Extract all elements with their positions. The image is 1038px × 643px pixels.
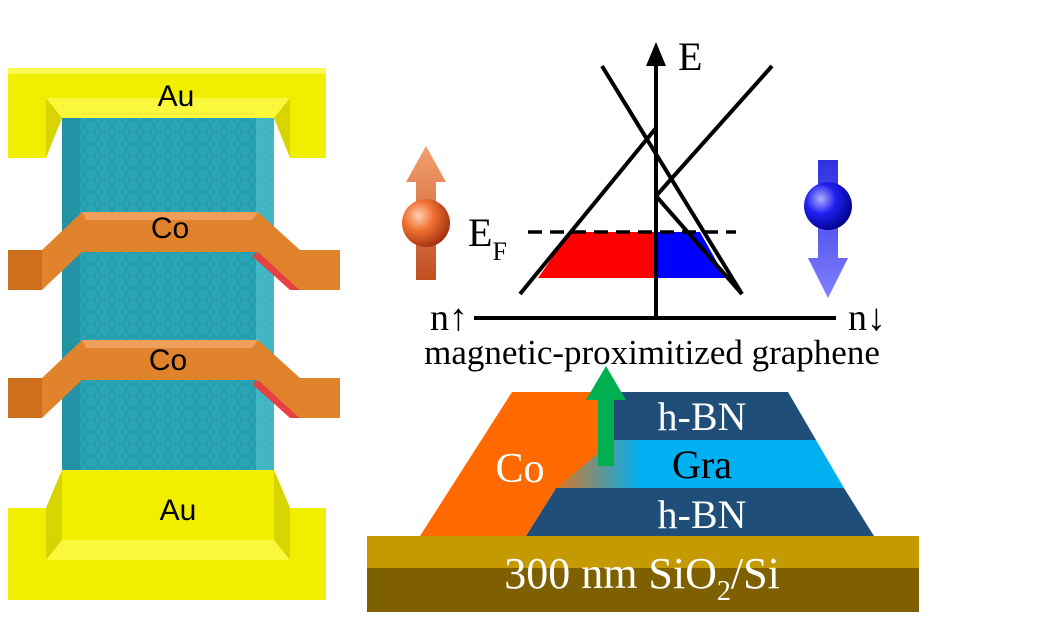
band-diagram: E n↑ n↓ EF magnetic-proximitized graphen… <box>402 34 886 372</box>
fermi-level-symbol: E <box>468 210 492 255</box>
layer-stack: 300 nm SiO2/Si Co h-BN Gra h-BN <box>367 366 919 612</box>
dirac-cones <box>518 64 774 296</box>
bottom-au-label: Au <box>160 494 197 527</box>
energy-axis-arrowhead <box>646 42 666 66</box>
spin-down-filled-states <box>656 232 726 278</box>
graphene-channel <box>62 118 274 490</box>
spin-down-electron <box>804 160 852 298</box>
top-gold-electrode <box>8 68 326 158</box>
cobalt-gradient-edge <box>540 440 640 488</box>
substrate-label-subscript: 2 <box>717 576 731 607</box>
spin-up-density-label: n↑ <box>430 297 468 339</box>
band-diagram-caption: magnetic-proximitized graphene <box>424 333 880 372</box>
spin-down-density-label: n↓ <box>848 297 886 339</box>
proximity-arrow <box>586 366 626 466</box>
spin-up-filled-states <box>538 232 656 278</box>
spin-down-ball <box>804 182 852 230</box>
top-au-label: Au <box>158 80 195 113</box>
cobalt-contact <box>420 392 600 536</box>
fermi-level-label: EF <box>468 210 507 266</box>
device-schematic: Au Co Co Au <box>8 68 340 600</box>
energy-axis-label: E <box>678 34 702 79</box>
top-hbn-layer <box>584 392 816 440</box>
top-hbn-label: h-BN <box>658 394 747 439</box>
lower-cobalt-contact <box>8 340 340 418</box>
bottom-hbn-label: h-BN <box>658 492 747 537</box>
substrate-label-suffix: /Si <box>731 549 780 598</box>
bottom-hbn-layer <box>526 488 874 536</box>
spin-up-ball <box>402 199 450 247</box>
fermi-level-subscript: F <box>492 237 506 266</box>
substrate-sio2 <box>367 536 919 568</box>
substrate-label: 300 nm SiO2/Si <box>504 549 780 607</box>
substrate-label-prefix: 300 nm SiO <box>504 549 717 598</box>
cobalt-label: Co <box>495 446 544 492</box>
spin-up-electron <box>402 146 450 280</box>
substrate-si <box>367 568 919 612</box>
bottom-gold-electrode <box>8 470 326 600</box>
upper-cobalt-contact <box>8 212 340 290</box>
upper-co-label: Co <box>151 212 189 245</box>
graphene-label: Gra <box>672 442 732 487</box>
lower-co-label: Co <box>149 344 187 377</box>
